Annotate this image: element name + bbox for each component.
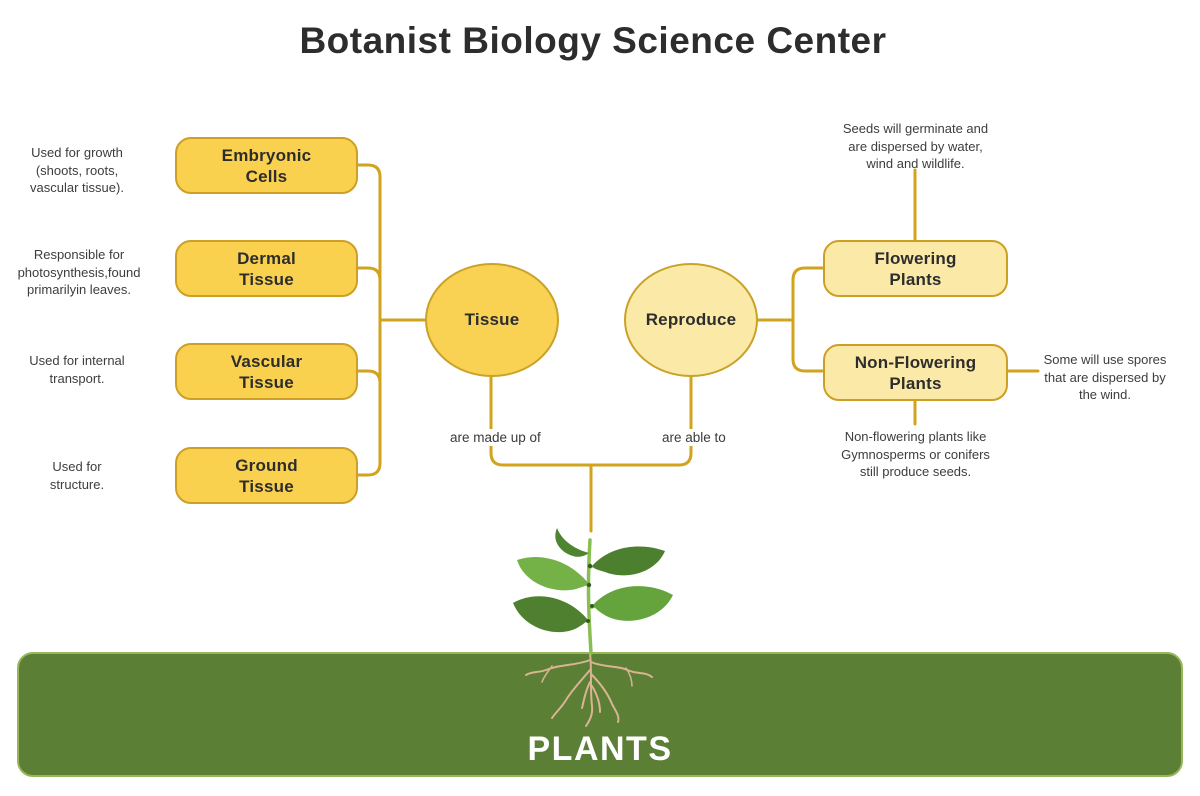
connector-dermal-branch xyxy=(355,266,382,282)
node-non-flowering-plants: Non-Flowering Plants xyxy=(823,344,1008,401)
diagram-title: Botanist Biology Science Center xyxy=(299,20,887,61)
node-vascular-tissue: Vascular Tissue xyxy=(175,343,358,400)
note-spores: Some will use spores that are dispersed … xyxy=(1043,352,1167,402)
node-tissue: Tissue xyxy=(425,263,559,377)
note-gymnosperms: Non-flowering plants like Gymnosperms or… xyxy=(841,429,990,479)
note-seeds-germinate: Seeds will germinate and are dispersed b… xyxy=(842,121,989,171)
plant-leaves xyxy=(513,528,673,633)
edge-label-are-able-to: are able to xyxy=(659,429,729,446)
node-dermal-tissue: Dermal Tissue xyxy=(175,240,358,297)
note-structure: Used for structure. xyxy=(49,459,105,492)
node-ground-tissue: Ground Tissue xyxy=(175,447,358,504)
note-growth: Used for growth (shoots, roots, vascular… xyxy=(30,145,124,195)
node-reproduce: Reproduce xyxy=(624,263,758,377)
plants-label: PLANTS xyxy=(527,730,673,768)
connector-vascular-branch xyxy=(355,369,382,385)
plant-stem xyxy=(586,538,593,655)
connector-circles-bracket xyxy=(489,375,693,467)
edge-label-are-made-up-of: are made up of xyxy=(447,429,544,446)
connector-left-trunk xyxy=(355,163,382,477)
note-internal-transport: Used for internal transport. xyxy=(29,353,125,386)
plant-petioles xyxy=(559,557,619,623)
connector-nonflowering-branch xyxy=(791,318,825,373)
connector-flowering-branch xyxy=(791,266,825,322)
note-photosynthesis: Responsible for photosynthesis,found pri… xyxy=(17,247,141,297)
node-embryonic-cells: Embryonic Cells xyxy=(175,137,358,194)
node-flowering-plants: Flowering Plants xyxy=(823,240,1008,297)
